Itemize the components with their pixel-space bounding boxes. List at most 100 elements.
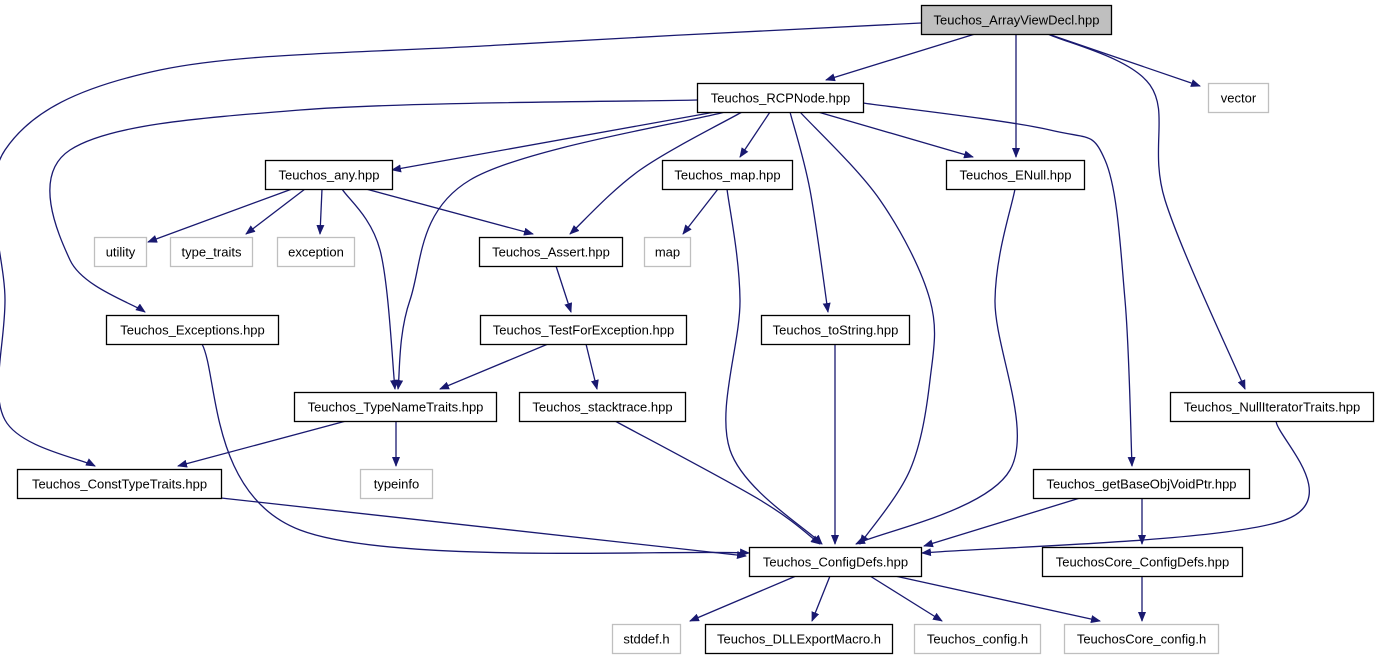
edge-enull-to-configdefs — [855, 188, 1018, 545]
node-label: Teuchos_any.hpp — [279, 168, 380, 183]
edge-getbase-to-configdefs — [923, 497, 1081, 548]
node-label: Teuchos_RCPNode.hpp — [711, 91, 850, 106]
edge-consttype-to-configdefs — [220, 497, 747, 559]
node-label: map — [655, 245, 680, 260]
edge-rcpnode-to-tostring — [789, 111, 831, 313]
node-label: TeuchosCore_ConfigDefs.hpp — [1056, 555, 1229, 570]
node-any[interactable]: Teuchos_any.hpp — [264, 159, 394, 191]
node-box — [920, 4, 1113, 36]
edge-assert-to-testforexc — [555, 265, 573, 313]
node-box — [105, 314, 280, 346]
node-label: TeuchosCore_config.h — [1077, 632, 1206, 647]
edge-root-to-rcpnode — [825, 33, 976, 82]
node-type_traits: type_traits — [169, 236, 254, 268]
edge-any-to-utility — [147, 188, 293, 243]
node-label: Teuchos_ENull.hpp — [959, 168, 1071, 183]
node-box — [748, 546, 923, 578]
node-label: vector — [1221, 91, 1257, 106]
edge-rcpnode-to-assert — [569, 111, 743, 235]
node-rcpnode[interactable]: Teuchos_RCPNode.hpp — [696, 82, 865, 114]
edge-rcpnode-to-typename — [395, 111, 726, 390]
edge-rcpnode-to-getbase — [862, 102, 1136, 467]
node-label: utility — [106, 245, 136, 260]
edge-rcpnode-to-enull — [817, 111, 974, 159]
node-label: Teuchos_DLLExportMacro.h — [717, 632, 881, 647]
node-box — [479, 314, 688, 346]
node-configdefs[interactable]: Teuchos_ConfigDefs.hpp — [748, 546, 923, 578]
node-label: type_traits — [182, 245, 242, 260]
node-exceptions[interactable]: Teuchos_Exceptions.hpp — [105, 314, 280, 346]
node-dllexport[interactable]: Teuchos_DLLExportMacro.h — [704, 623, 894, 655]
edge-map_hpp-to-configdefs — [725, 188, 823, 545]
node-label: Teuchos_NullIteratorTraits.hpp — [1184, 400, 1361, 415]
node-typeinfo: typeinfo — [359, 468, 434, 500]
edge-testforexc-to-stacktrace — [585, 343, 599, 390]
node-vector: vector — [1207, 82, 1270, 114]
node-tconfig: Teuchos_config.h — [913, 623, 1042, 655]
edge-rcpnode-to-configdefs — [799, 111, 936, 545]
node-label: Teuchos_TestForException.hpp — [493, 323, 674, 338]
nodes-layer: Teuchos_ArrayViewDecl.hppTeuchos_RCPNode… — [16, 4, 1375, 655]
node-testforexc[interactable]: Teuchos_TestForException.hpp — [479, 314, 688, 346]
edge-root-to-consttype — [0, 22, 922, 467]
edge-stacktrace-to-configdefs — [614, 420, 821, 545]
node-label: stddef.h — [623, 632, 669, 647]
node-map_hpp[interactable]: Teuchos_map.hpp — [661, 159, 794, 191]
node-box — [945, 159, 1086, 191]
node-enull[interactable]: Teuchos_ENull.hpp — [945, 159, 1086, 191]
node-box — [1207, 82, 1270, 114]
node-box — [16, 468, 223, 500]
node-label: Teuchos_Exceptions.hpp — [120, 323, 265, 338]
node-nulliter[interactable]: Teuchos_NullIteratorTraits.hpp — [1169, 391, 1375, 423]
node-typename[interactable]: Teuchos_TypeNameTraits.hpp — [293, 391, 498, 423]
node-label: Teuchos_stacktrace.hpp — [532, 400, 672, 415]
node-tostring[interactable]: Teuchos_toString.hpp — [760, 314, 911, 346]
node-getbase[interactable]: Teuchos_getBaseObjVoidPtr.hpp — [1032, 468, 1251, 500]
node-label: Teuchos_getBaseObjVoidPtr.hpp — [1046, 477, 1236, 492]
edge-configdefs-to-coreconfig — [894, 575, 1101, 623]
edge-typename-to-consttype — [177, 420, 347, 468]
edges-layer — [0, 22, 1310, 623]
node-coreconfig: TeuchosCore_config.h — [1063, 623, 1220, 655]
node-box — [643, 236, 692, 268]
node-label: Teuchos_Assert.hpp — [492, 245, 610, 260]
node-box — [1032, 468, 1251, 500]
edge-nulliter-to-configdefs — [921, 420, 1310, 557]
node-label: Teuchos_ArrayViewDecl.hpp — [934, 13, 1100, 28]
edge-any-to-type_traits — [245, 188, 306, 235]
edge-rcpnode-to-map_hpp — [739, 111, 771, 158]
node-label: Teuchos_TypeNameTraits.hpp — [308, 400, 484, 415]
node-box — [696, 82, 865, 114]
node-assert[interactable]: Teuchos_Assert.hpp — [478, 236, 624, 268]
node-map: map — [643, 236, 692, 268]
node-box — [264, 159, 394, 191]
node-stacktrace[interactable]: Teuchos_stacktrace.hpp — [518, 391, 687, 423]
edge-configdefs-to-stddef — [689, 575, 797, 622]
node-box — [913, 623, 1042, 655]
node-box — [704, 623, 894, 655]
edge-rcpnode-to-exceptions — [49, 99, 698, 313]
node-label: typeinfo — [374, 477, 420, 492]
edge-map_hpp-to-map — [682, 188, 719, 235]
edge-any-to-assert — [365, 188, 534, 236]
node-root[interactable]: Teuchos_ArrayViewDecl.hpp — [920, 4, 1113, 36]
edge-root-to-vector — [1047, 33, 1201, 87]
edge-configdefs-to-tconfig — [869, 575, 943, 622]
node-consttype[interactable]: Teuchos_ConstTypeTraits.hpp — [16, 468, 223, 500]
edge-rcpnode-to-any — [391, 111, 716, 173]
node-box — [518, 391, 687, 423]
edge-exceptions-to-configdefs — [201, 343, 750, 557]
edge-any-to-exception — [316, 188, 325, 235]
node-box — [661, 159, 794, 191]
node-box — [276, 236, 356, 268]
node-stddef: stddef.h — [611, 623, 682, 655]
node-coreconfigdefs[interactable]: TeuchosCore_ConfigDefs.hpp — [1041, 546, 1244, 578]
node-box — [1169, 391, 1375, 423]
edge-root-to-nulliter — [1047, 33, 1246, 390]
node-box — [611, 623, 682, 655]
node-box — [478, 236, 624, 268]
node-label: Teuchos_ConfigDefs.hpp — [763, 555, 908, 570]
edge-any-to-typename — [341, 188, 399, 390]
node-label: Teuchos_ConstTypeTraits.hpp — [32, 477, 207, 492]
